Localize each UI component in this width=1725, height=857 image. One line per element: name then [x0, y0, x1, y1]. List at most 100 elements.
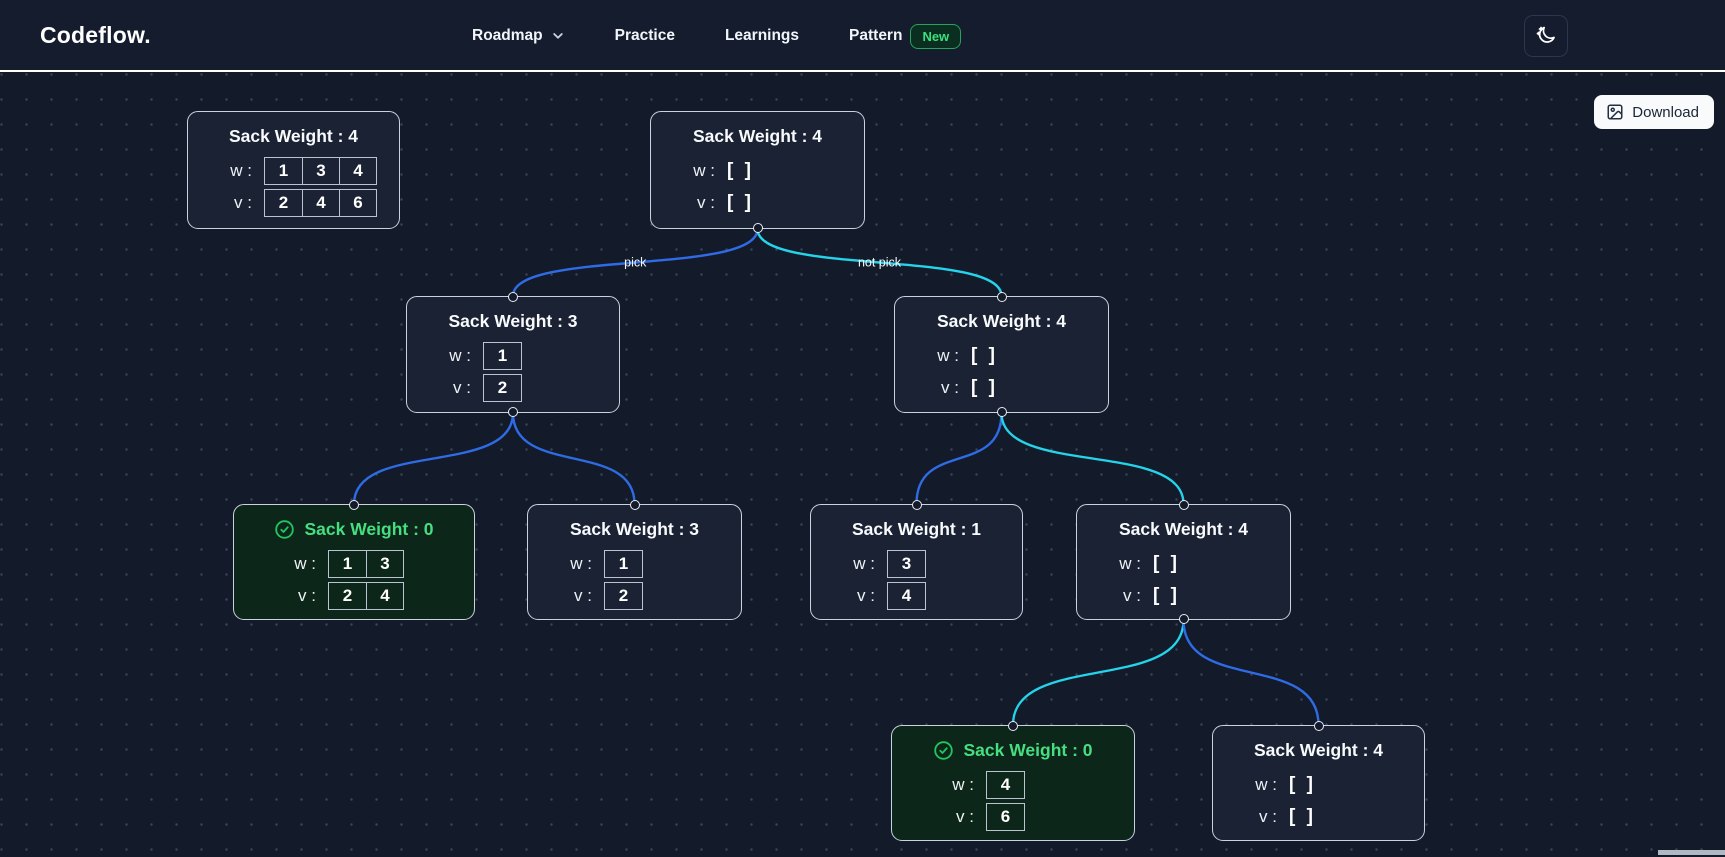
array-cell: 2 — [618, 585, 629, 605]
navbar: Codeflow. Roadmap Practice Learnings Pat… — [0, 0, 1725, 72]
top-connection-handle[interactable] — [1313, 721, 1324, 731]
edge-l2-d-l3-a[interactable] — [1011, 618, 1185, 727]
array-cell: 1 — [497, 345, 508, 365]
bottom-connection-handle[interactable] — [996, 407, 1007, 417]
v-row: v : 2 — [562, 581, 741, 610]
array-cell: 4 — [366, 582, 403, 609]
v-empty-array: [ ] — [727, 191, 754, 213]
top-connection-handle[interactable] — [349, 500, 359, 510]
top-connection-handle[interactable] — [629, 500, 640, 510]
bottom-connection-handle[interactable] — [1178, 614, 1189, 624]
v-row: v : 2 — [441, 373, 619, 402]
node-title: Sack Weight : 4 — [1253, 740, 1384, 760]
v-array-cells: 4 — [887, 581, 926, 610]
node-title: Sack Weight : 4 — [692, 126, 823, 146]
node-title: Sack Weight : 3 — [569, 519, 700, 539]
array-cell: 1 — [278, 160, 289, 180]
edge-l1-nopick-l2-c[interactable] — [915, 411, 1003, 506]
edge-l2-d-l3-b[interactable] — [1182, 618, 1320, 727]
array-cell: 3 — [901, 553, 912, 573]
v-row-label: v : — [956, 806, 974, 826]
v-array-cells: 2 — [483, 373, 522, 402]
w-row: w : 1 — [441, 341, 619, 370]
v-row-label: v : — [234, 192, 252, 212]
nav-item-label: Learnings — [724, 27, 800, 44]
edge-l1-nopick-l2-d[interactable] — [1000, 411, 1185, 506]
edge-root-l1-nopick[interactable] — [756, 227, 1003, 298]
w-row-label: w : — [952, 774, 974, 794]
w-row-label: w : — [1119, 553, 1141, 573]
v-empty-array: [ ] — [971, 376, 998, 398]
theme-toggle-button[interactable] — [1524, 15, 1568, 57]
node-title: Sack Weight : 0 — [963, 740, 1093, 760]
array-cell: 1 — [618, 553, 629, 573]
app-logo[interactable]: Codeflow. — [40, 22, 151, 48]
image-icon — [1606, 103, 1624, 121]
w-array-cells: 1 — [604, 549, 643, 578]
nav-links: Roadmap Practice Learnings Pattern New — [472, 0, 962, 72]
edge-label-pick: pick — [624, 256, 647, 270]
v-row-label: v : — [1259, 806, 1277, 826]
bottom-connection-handle[interactable] — [752, 223, 763, 233]
array-cell: 4 — [1000, 774, 1011, 794]
w-array-cells: 3 — [887, 549, 926, 578]
nav-item-pattern[interactable]: Pattern New — [849, 23, 962, 49]
nav-item-roadmap[interactable]: Roadmap — [472, 27, 565, 45]
edge-l1-pick-l2-a[interactable] — [352, 411, 515, 506]
download-button[interactable]: Download — [1594, 95, 1714, 129]
flow-node-l2-c[interactable]: Sack Weight : 1 w : 3 v : 4 — [810, 500, 1023, 620]
nav-item-label: Pattern — [849, 27, 903, 44]
edge-root-l1-pick[interactable] — [511, 227, 759, 298]
bottom-connection-handle[interactable] — [508, 407, 518, 417]
horizontal-scrollbar-thumb[interactable] — [1658, 850, 1725, 855]
top-connection-handle[interactable] — [1008, 721, 1018, 731]
v-row: v : 4 — [845, 581, 1022, 610]
top-connection-handle[interactable] — [1178, 500, 1189, 510]
array-cell: 6 — [339, 189, 376, 216]
edge-l1-pick-l2-b[interactable] — [511, 411, 636, 506]
v-row-label: v : — [857, 585, 875, 605]
edge-label-not-pick: not pick — [858, 256, 902, 270]
w-row: w :[ ] — [929, 342, 1108, 369]
w-empty-array: [ ] — [727, 159, 754, 181]
w-row-label: w : — [1255, 774, 1277, 794]
v-row-label: v : — [574, 585, 592, 605]
nav-item-practice[interactable]: Practice — [615, 27, 675, 45]
array-cell: 2 — [497, 377, 508, 397]
edges-layer: pick not pick — [352, 227, 1320, 727]
array-cell: 2 — [342, 585, 353, 605]
v-row-label: v : — [1123, 585, 1141, 605]
v-row-label: v : — [453, 377, 471, 397]
nav-item-label: Roadmap — [472, 27, 543, 44]
w-row-label: w : — [693, 160, 715, 180]
w-row: w : 3 — [845, 549, 1022, 578]
top-connection-handle[interactable] — [508, 292, 518, 302]
w-empty-array: [ ] — [1289, 773, 1316, 795]
top-connection-handle[interactable] — [996, 292, 1007, 302]
w-row-label: w : — [853, 553, 875, 573]
w-row-label: w : — [937, 345, 959, 365]
nav-item-learnings[interactable]: Learnings — [725, 27, 799, 45]
w-row: w : 4 — [944, 770, 1134, 799]
new-badge: New — [910, 23, 962, 49]
top-connection-handle[interactable] — [911, 500, 922, 510]
w-row-label: w : — [449, 345, 471, 365]
check-circle-icon — [274, 519, 295, 540]
node-title: Sack Weight : 1 — [851, 519, 982, 539]
array-cell: 4 — [901, 585, 912, 605]
